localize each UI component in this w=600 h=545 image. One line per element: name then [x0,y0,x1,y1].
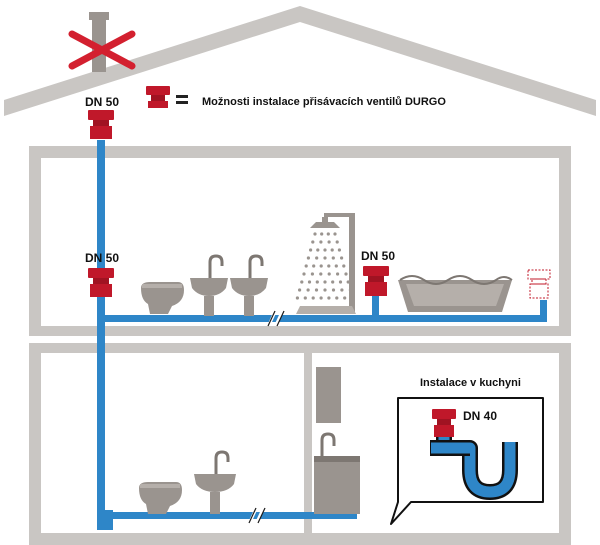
water-drop [315,256,319,260]
crossed-out-vent-pipe-icon [68,12,136,72]
lower-drain-pipe [105,512,355,519]
water-drop [335,240,339,244]
water-drop [343,296,347,300]
bathtub-icon [398,275,513,312]
upper-drain-pipe [105,315,545,322]
kitchen-partition-wall [304,353,312,533]
kitchen-valve-label: DN 40 [463,409,497,423]
water-drop [326,232,330,236]
water-drop [300,280,304,284]
water-drop [346,280,350,284]
kitchen-cabinet-icon [314,367,360,514]
shower-valve-label: DN 50 [361,249,395,263]
upper-left-wall [29,146,41,336]
washbasin-icon [190,254,268,316]
lower-floor-ceiling [29,343,571,353]
lower-right-wall [559,343,571,543]
shower-vent-riser [372,296,379,318]
water-drop [319,296,323,300]
house-outline [4,6,596,545]
water-drop [327,296,331,300]
water-drop [320,232,324,236]
water-drop [306,288,310,292]
water-drop [327,272,331,276]
bathtub-riser [540,300,547,322]
water-drop [340,256,344,260]
water-drop [340,288,344,292]
upper-right-wall [559,146,571,336]
toilet-icon-lower [139,482,182,514]
water-drop [319,272,323,276]
kitchen-callout: Instalace v kuchyni DN 40 [390,377,544,525]
water-drop [330,248,334,252]
water-drop [323,256,327,260]
water-drop [342,264,346,268]
bathtub-valve-optional [527,269,551,299]
siphon-trap-icon [430,436,518,500]
water-drop [351,296,355,300]
lower-left-wall [29,343,41,543]
water-drop [331,288,336,292]
water-drop [302,272,306,276]
toilet-icon [141,282,184,314]
upper-floor-ceiling [29,146,571,158]
valve-icon [146,86,170,108]
water-drop [313,232,317,236]
kitchen-valve [432,409,456,437]
water-drop [338,280,343,284]
water-drop [316,248,320,252]
water-drop [344,272,348,276]
legend: Možnosti instalace přisávacích ventilů D… [146,86,446,108]
water-drop [333,232,337,236]
pipe-break-lines [248,310,285,524]
water-drop [314,288,319,292]
water-drop [311,240,315,244]
upper-floor [29,326,571,336]
water-drop [298,288,302,292]
water-drop [309,248,313,252]
water-drop [295,296,299,300]
kitchen-callout-title: Instalace v kuchyni [420,377,521,389]
water-drop [304,264,308,268]
water-drop [323,280,327,284]
water-drop [310,272,314,276]
water-drop [311,296,315,300]
shower-icon [295,213,356,314]
water-drop [327,240,331,244]
water-drop [337,248,341,252]
legend-text: Možnosti instalace přisávacích ventilů D… [202,96,446,108]
stack-base [97,510,113,530]
main-stack-pipe [97,140,105,530]
water-drop [323,248,327,252]
water-drop [303,296,307,300]
water-drop [348,288,352,292]
water-drop [335,296,339,300]
water-drop [319,240,323,244]
water-drop [307,280,312,284]
water-drop [306,256,310,260]
stack-valve [88,268,114,297]
water-drop [331,256,335,260]
equals-sign-top [176,95,188,98]
water-drop [323,288,327,292]
water-drop [331,280,335,284]
lower-floor [29,533,571,545]
roof-valve-label: DN 50 [85,95,119,109]
water-drop [319,264,323,268]
water-drop [315,280,319,284]
washbasin-icon-lower [194,450,236,514]
water-drop [327,264,331,268]
stack-valve-label: DN 50 [85,251,119,265]
equals-sign-bottom [176,101,188,104]
water-drop [334,264,338,268]
water-drop [336,272,340,276]
roof-valve [88,110,114,139]
shower-valve [363,266,389,296]
water-drop [312,264,316,268]
